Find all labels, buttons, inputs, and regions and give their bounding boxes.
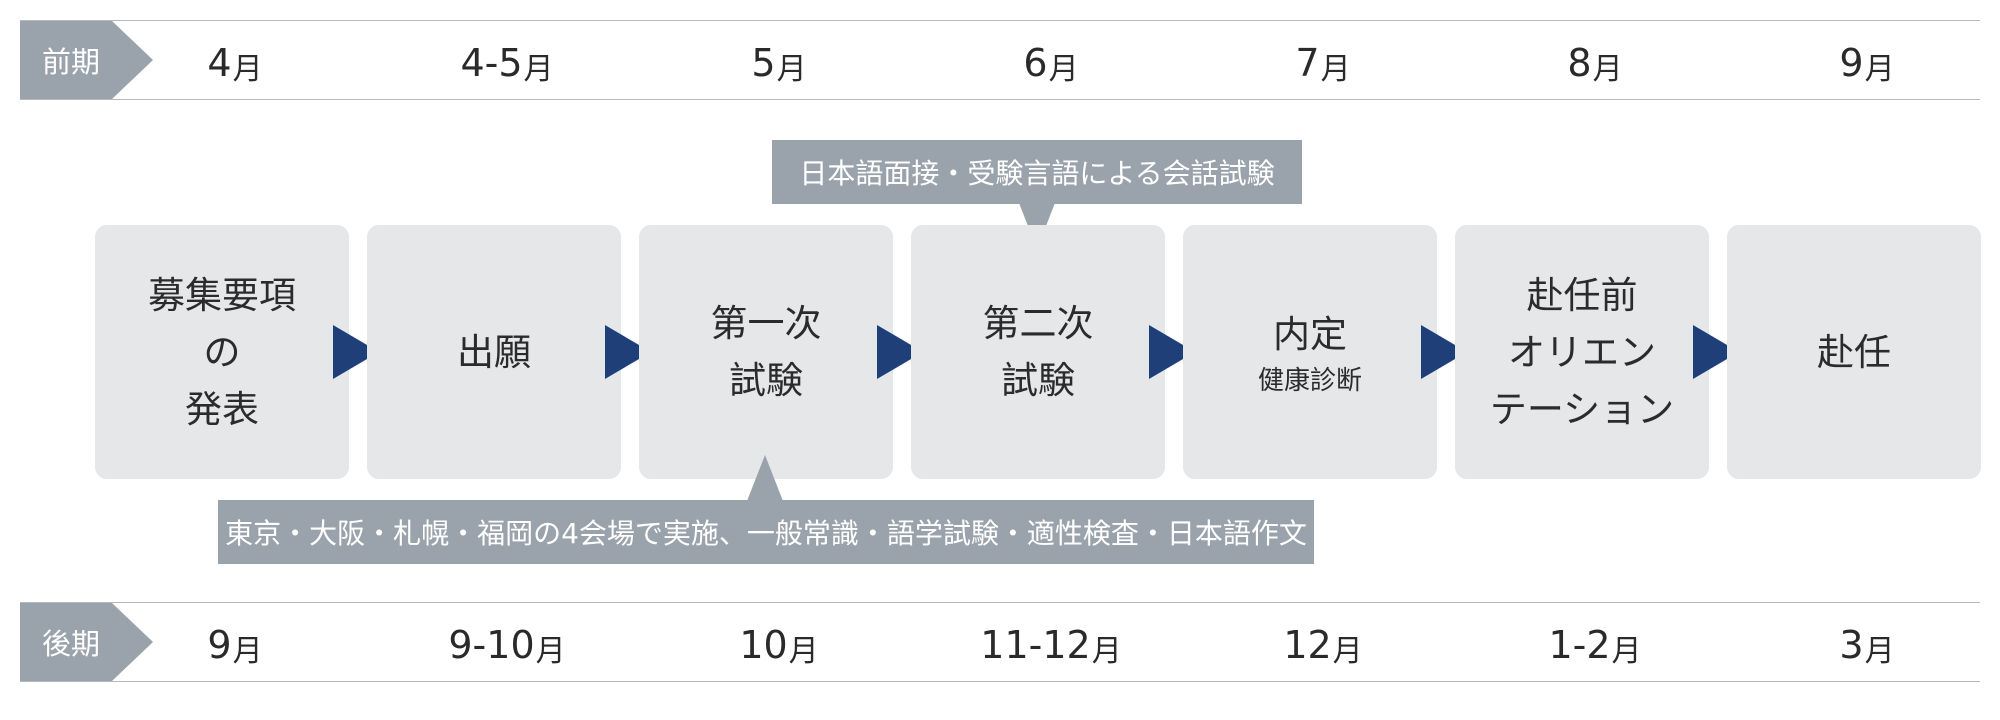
step-pre-departure-orientation: 赴任前 オリエン テーション — [1455, 225, 1709, 479]
step-application: 出願 — [367, 225, 621, 479]
step-job-offer: 内定 健康診断 — [1183, 225, 1437, 479]
step-first-exam: 第一次 試験 — [639, 225, 893, 479]
step-recruitment-announcement: 募集要項 の 発表 — [95, 225, 349, 479]
first-exam-callout: 東京・大阪・札幌・福岡の4会場で実施、一般常識・語学試験・適性検査・日本語作文 — [218, 500, 1314, 564]
second-exam-callout: 日本語面接・受験言語による会話試験 — [772, 140, 1302, 204]
first-exam-callout-pointer — [747, 455, 783, 501]
step-assignment: 赴任 — [1727, 225, 1981, 479]
step-second-exam: 第二次 試験 — [911, 225, 1165, 479]
